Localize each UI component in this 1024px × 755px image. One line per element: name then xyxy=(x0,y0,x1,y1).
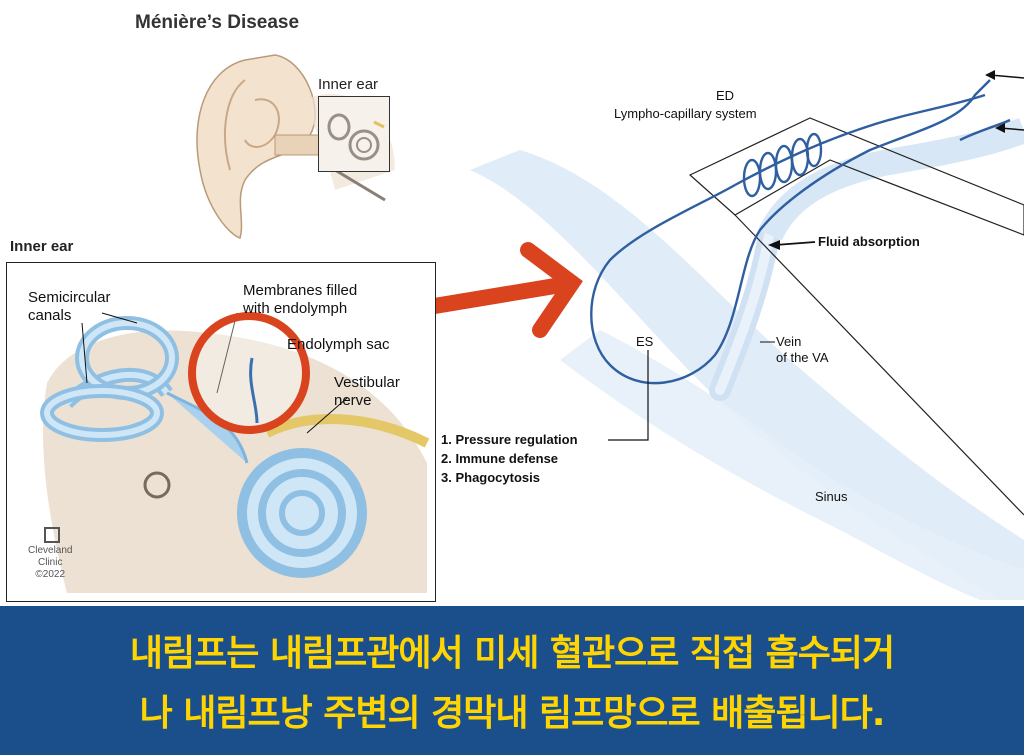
label-vein-of-va: of the VA xyxy=(776,350,829,365)
label-nerve: nerve xyxy=(334,392,372,409)
cleveland-clinic-logo: Cleveland Clinic ©2022 xyxy=(28,545,72,581)
inner-ear-panel xyxy=(6,262,436,602)
cleveland-clinic-logo-icon xyxy=(44,527,60,543)
label-fluid-absorption: Fluid absorption xyxy=(818,234,920,249)
inner-ear-callout-box xyxy=(318,96,390,172)
label-sinus: Sinus xyxy=(815,489,848,504)
logo-line-1: Cleveland xyxy=(28,545,73,556)
highlight-circle xyxy=(188,312,310,434)
label-endolymph-sac: Endolymph sac xyxy=(287,336,390,353)
inner-ear-panel-heading: Inner ear xyxy=(10,238,74,255)
caption-banner: 내림프는 내림프관에서 미세 혈관으로 직접 흡수되거 나 내림프낭 주변의 경… xyxy=(0,606,1024,755)
inner-ear-thumbnail xyxy=(327,113,385,161)
label-semicircular: Semicircular xyxy=(28,289,111,306)
sinus-band xyxy=(470,150,1024,600)
logo-line-3: ©2022 xyxy=(35,569,66,580)
inner-ear-illustration xyxy=(40,312,430,593)
label-membranes-2: with endolymph xyxy=(243,300,348,317)
label-ed: ED xyxy=(716,88,735,103)
vein-of-va-core xyxy=(715,225,775,395)
vein-upper xyxy=(758,117,1024,241)
label-membranes-1: Membranes filled xyxy=(243,282,358,299)
caption-line-2: 나 내림프낭 주변의 경막내 림프망으로 배출됩니다. xyxy=(139,693,886,734)
function-2: 2. Immune defense xyxy=(441,451,559,466)
es-leader xyxy=(608,350,649,441)
top-right-arrow-1 xyxy=(989,74,1024,79)
endolymphatic-sac xyxy=(590,79,991,385)
inner-ear-callout-label: Inner ear xyxy=(318,76,379,93)
diagram-title: Ménière’s Disease xyxy=(135,12,300,33)
capillary-coils xyxy=(742,132,823,198)
fluid-absorption-arrow xyxy=(774,241,816,246)
function-1: 1. Pressure regulation xyxy=(441,432,578,447)
label-lympho-capillary-system: Lympho-capillary system xyxy=(614,106,757,121)
dura-line xyxy=(734,214,1024,516)
label-es: ES xyxy=(636,334,654,349)
caption-line-1: 내림프는 내림프관에서 미세 혈관으로 직접 흡수되거 xyxy=(129,633,895,674)
sinus-band-2 xyxy=(560,330,1024,600)
label-vestibular: Vestibular xyxy=(334,374,400,391)
logo-line-2: Clinic xyxy=(38,557,63,568)
label-vein: Vein xyxy=(776,334,802,349)
duct-branch xyxy=(959,118,1011,142)
label-canals: canals xyxy=(28,307,72,324)
function-3: 3. Phagocytosis xyxy=(441,470,540,485)
